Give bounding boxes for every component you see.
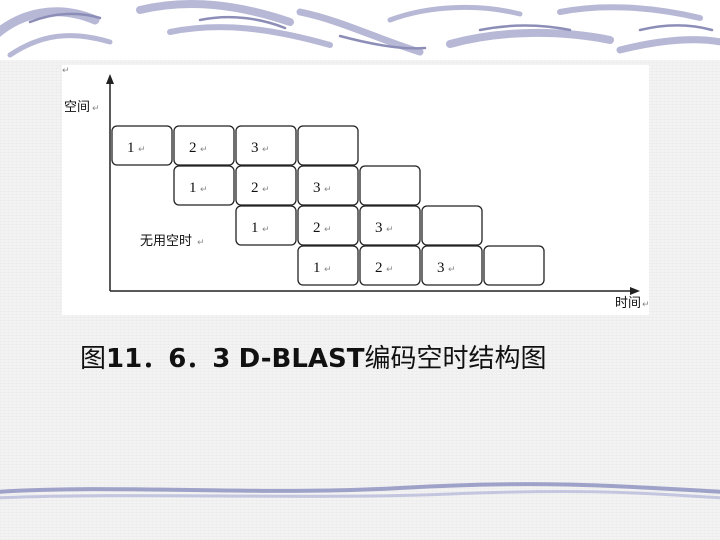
layer-number-label: 2 [189,140,197,156]
layer-return-mark: ↵ [386,265,394,275]
layer-block-r4-c3: 3↵ [421,245,483,286]
layer-block-r1-c3: 3↵ [235,125,297,166]
layer-block-box [297,125,359,166]
layer-number-label: 1 [189,180,197,196]
layer-block-r1-c1: 1↵ [111,125,173,166]
layer-return-mark: ↵ [200,185,208,195]
layer-return-mark: ↵ [138,145,146,155]
layer-block-box [421,245,483,286]
layer-block-box [421,205,483,246]
y-axis-label: 空间 [64,100,90,115]
x-axis-label: 时间 [615,296,641,311]
x-axis-label-mark: ↵ [642,300,649,310]
layer-return-mark: ↵ [200,145,208,155]
layer-number-label: 2 [251,180,259,196]
layer-block-r1-c2: 2↵ [173,125,235,166]
figure-caption: 图11．6．3 D-BLAST编码空时结构图 [80,338,680,375]
layer-block-r3-c2: 2↵ [297,205,359,246]
diagram-panel: ↵ 空间 ↵ 时间 ↵ 无用空时 ↵ 1↵2↵3↵1↵2↵3↵1↵2↵3↵1↵2… [62,65,649,315]
layer-block-box [359,165,421,206]
layer-number-label: 2 [375,260,383,276]
layer-number-label: 2 [313,220,321,236]
layer-block-box [235,165,297,206]
layer-block-box [359,205,421,246]
layer-return-mark: ↵ [262,185,270,195]
unused-space-time-label-mark: ↵ [197,238,205,248]
layer-number-label: 1 [313,260,321,276]
layer-block-r2-c3: 3↵ [297,165,359,206]
caption-number: 11．6．3 [106,344,231,374]
layer-number-label: 1 [251,220,259,236]
top-decorative-band [0,0,720,60]
layer-block-box [173,165,235,206]
x-axis-arrow [630,287,640,295]
layer-block-r1-c4 [297,125,359,166]
bottom-decorative-band [0,482,720,500]
layer-block-r2-c2: 2↵ [235,165,297,206]
y-axis-label-mark: ↵ [92,104,100,114]
layer-block-r2-c4 [359,165,421,206]
caption-suffix: 编码空时结构图 [364,344,547,374]
layer-number-label: 3 [437,260,445,276]
layer-number-label: 3 [313,180,321,196]
layer-block-r4-c4 [483,245,545,286]
layer-block-box [359,245,421,286]
layer-block-box [297,165,359,206]
layer-number-label: 3 [251,140,259,156]
unused-space-time-label: 无用空时 [140,234,192,249]
layer-number-label: 3 [375,220,383,236]
layer-return-mark: ↵ [262,145,270,155]
layer-block-box [111,125,173,166]
caption-code: D-BLAST [238,344,365,374]
layer-return-mark: ↵ [324,225,332,235]
layer-return-mark: ↵ [324,265,332,275]
layer-block-box [483,245,545,286]
layer-block-box [297,245,359,286]
layer-block-r3-c3: 3↵ [359,205,421,246]
layer-return-mark: ↵ [262,225,270,235]
layer-return-mark: ↵ [448,265,456,275]
caption-prefix: 图 [80,344,107,374]
y-axis-arrow [106,74,114,84]
layer-block-r4-c2: 2↵ [359,245,421,286]
d-blast-structure-diagram: ↵ 空间 ↵ 时间 ↵ 无用空时 ↵ 1↵2↵3↵1↵2↵3↵1↵2↵3↵1↵2… [62,66,649,311]
layer-return-mark: ↵ [386,225,394,235]
layer-number-label: 1 [127,140,135,156]
layer-block-r4-c1: 1↵ [297,245,359,286]
layer-block-box [235,205,297,246]
corner-return-mark: ↵ [62,66,70,76]
layer-block-box [297,205,359,246]
layer-block-box [173,125,235,166]
layer-block-r3-c1: 1↵ [235,205,297,246]
layer-block-box [235,125,297,166]
layer-block-r2-c1: 1↵ [173,165,235,206]
layer-return-mark: ↵ [324,185,332,195]
layer-block-r3-c4 [421,205,483,246]
diagram-cells: 1↵2↵3↵1↵2↵3↵1↵2↵3↵1↵2↵3↵ [111,125,545,286]
